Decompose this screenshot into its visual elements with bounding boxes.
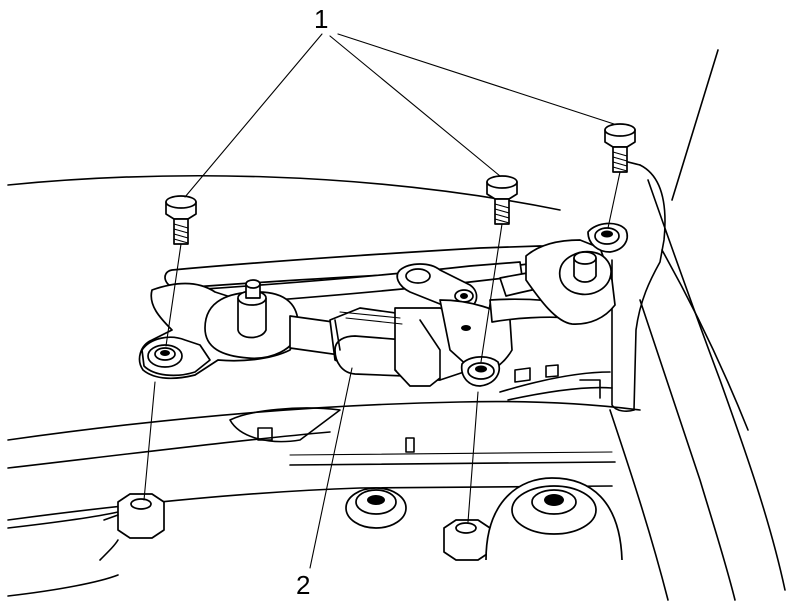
- bolt-right: [604, 123, 636, 173]
- bolt-left: [165, 195, 197, 245]
- center-mount-boss: [443, 519, 491, 561]
- grommet: [345, 487, 407, 529]
- left-mount-ear: [141, 336, 211, 377]
- right-pivot: [558, 250, 612, 296]
- left-pivot: [204, 279, 299, 360]
- wiper-linkage: [138, 222, 629, 387]
- callout-bolts: 1: [314, 4, 328, 34]
- center-mount-ear: [460, 356, 500, 387]
- alignment-lines: [143, 171, 621, 523]
- vehicle-body-outline: [7, 49, 786, 601]
- strut-tower: [485, 477, 623, 561]
- left-mount-boss: [99, 493, 165, 561]
- bolt-center: [486, 175, 518, 225]
- right-mount-ear: [587, 222, 629, 253]
- motor-crank: [396, 263, 478, 309]
- leader-lines: [184, 33, 615, 569]
- callout-motor: 2: [296, 570, 310, 600]
